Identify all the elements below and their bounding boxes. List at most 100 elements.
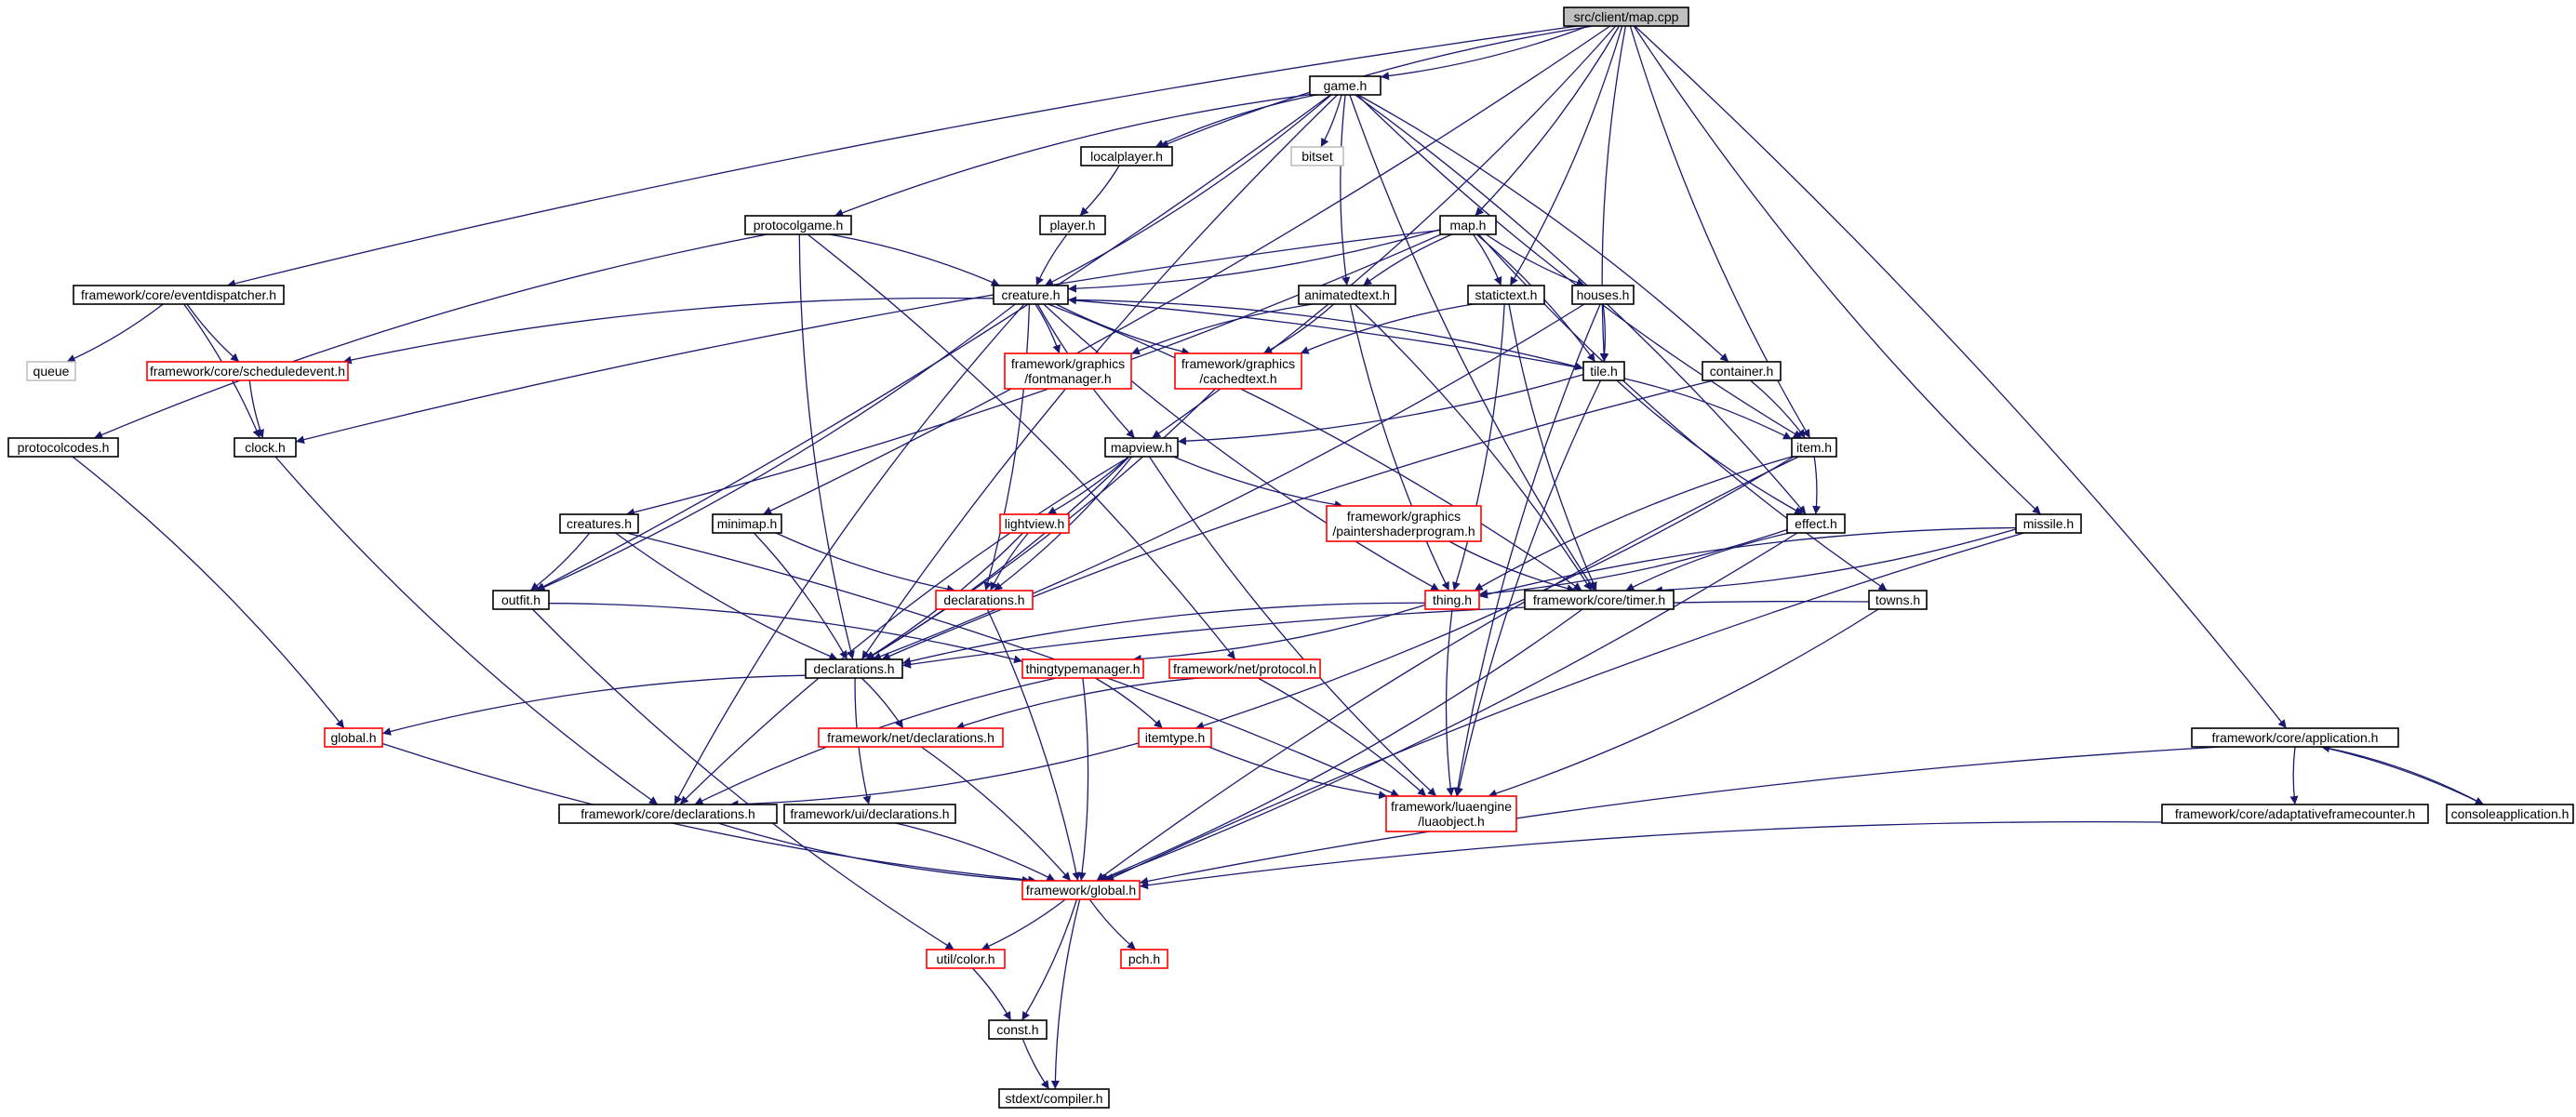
edge-fw_global_h-to-compiler_h bbox=[1050, 898, 1081, 1090]
edge-outfit_h-to-thingtypemanager_h bbox=[548, 603, 1023, 664]
node-box bbox=[1786, 513, 1846, 534]
edge-creature_h-to-cachedtext_h bbox=[1055, 303, 1191, 356]
edge-towns_h-to-luaobject_h bbox=[1488, 608, 1879, 798]
node-label: mapview.h bbox=[1111, 440, 1172, 455]
node-box bbox=[1702, 361, 1782, 381]
edge-animatedtext_h-to-thing_h bbox=[1349, 303, 1450, 592]
edge-item_h-to-effect_h bbox=[1812, 456, 1822, 515]
node-box bbox=[1138, 727, 1212, 748]
node-declarations-h[interactable]: declarations.h bbox=[805, 658, 903, 679]
edge-map_cpp-to-eventdispatcher_h bbox=[226, 25, 1579, 288]
node-label: tile.h bbox=[1590, 364, 1618, 379]
node-statictext-h[interactable]: statictext.h bbox=[1467, 285, 1545, 305]
node-consoleapp-h[interactable]: consoleapplication.h bbox=[2446, 804, 2574, 824]
node-itemtype-h[interactable]: itemtype.h bbox=[1138, 727, 1212, 748]
node-towns-h[interactable]: towns.h bbox=[1868, 590, 1928, 610]
node-localplayer-h[interactable]: localplayer.h bbox=[1080, 146, 1173, 166]
node-box bbox=[1309, 75, 1381, 96]
node-box bbox=[1868, 590, 1928, 610]
node-game-h[interactable]: game.h bbox=[1309, 75, 1381, 96]
node-luaobject-h[interactable]: framework/luaengine/luaobject.h bbox=[1385, 795, 1517, 832]
edge-color_h-to-const_h bbox=[971, 967, 1012, 1021]
node-label: framework/global.h bbox=[1026, 883, 1136, 898]
node-creatures-h[interactable]: creatures.h bbox=[559, 513, 639, 534]
edge-map_cpp-to-missile_h bbox=[1633, 25, 2042, 515]
node-thingtypemanager-h[interactable]: thingtypemanager.h bbox=[1021, 658, 1144, 679]
node-label: framework/core/timer.h bbox=[1533, 592, 1665, 607]
node-animatedtext-h[interactable]: animatedtext.h bbox=[1298, 285, 1396, 305]
edge-game_h-to-bitset bbox=[1320, 94, 1342, 148]
node-label: game.h bbox=[1324, 78, 1368, 93]
node-eventdispatcher-h[interactable]: framework/core/eventdispatcher.h bbox=[73, 285, 285, 305]
node-fontmanager-h[interactable]: framework/graphics/fontmanager.h bbox=[1004, 352, 1132, 390]
node-minimap-h[interactable]: minimap.h bbox=[712, 513, 782, 534]
node-outfit-h[interactable]: outfit.h bbox=[492, 590, 550, 610]
node-label: declarations.h bbox=[943, 592, 1024, 607]
node-container-h[interactable]: container.h bbox=[1702, 361, 1782, 381]
node-creature-h[interactable]: creature.h bbox=[993, 285, 1069, 305]
node-label: framework/luaengine bbox=[1391, 799, 1512, 814]
node-core-declarations-h[interactable]: framework/core/declarations.h bbox=[558, 804, 778, 824]
edge-map_cpp-to-statictext_h bbox=[1509, 25, 1623, 286]
edge-effect_h-to-fw_global_h bbox=[1099, 532, 1798, 882]
node-protocolgame-h[interactable]: protocolgame.h bbox=[744, 215, 852, 235]
edge-animatedtext_h-to-fontmanager_h bbox=[1130, 303, 1314, 355]
edge-thingtypemanager_h-to-itemtype_h bbox=[1095, 677, 1164, 729]
node-map-cpp[interactable]: src/client/map.cpp bbox=[1563, 7, 1689, 27]
node-declarations-r-h[interactable]: declarations.h bbox=[935, 590, 1034, 610]
edge-timer_h-to-fw_global_h bbox=[1097, 608, 1583, 882]
node-const-h[interactable]: const.h bbox=[988, 1019, 1048, 1040]
node-map-h[interactable]: map.h bbox=[1439, 215, 1497, 235]
node-label: framework/core/adaptativeframecounter.h bbox=[2175, 806, 2415, 821]
node-global-h[interactable]: global.h bbox=[324, 727, 383, 748]
node-label: protocolgame.h bbox=[754, 218, 844, 233]
node-color-h[interactable]: util/color.h bbox=[926, 949, 1006, 969]
node-application-h[interactable]: framework/core/application.h bbox=[2191, 727, 2399, 748]
node-paintershader-h[interactable]: framework/graphics/paintershaderprogram.… bbox=[1326, 505, 1482, 542]
node-label: bitset bbox=[1301, 149, 1333, 164]
edge-towns_h-to-declarations_h bbox=[901, 600, 1870, 669]
node-timer-h[interactable]: framework/core/timer.h bbox=[1524, 590, 1675, 610]
node-scheduledevent-h[interactable]: framework/core/scheduledevent.h bbox=[146, 361, 349, 381]
edge-thingtypemanager_h-to-fw_global_h bbox=[1077, 677, 1089, 882]
node-label: creatures.h bbox=[567, 516, 632, 531]
node-missile-h[interactable]: missile.h bbox=[2015, 513, 2082, 534]
edge-animatedtext_h-to-timer_h bbox=[1354, 303, 1593, 592]
edge-tile_h-to-mapview_h bbox=[1177, 373, 1584, 445]
node-protocolcodes-h[interactable]: protocolcodes.h bbox=[7, 437, 119, 458]
edge-creature_h-to-thing_h bbox=[1043, 303, 1440, 592]
edge-declarations_h-to-global_h bbox=[381, 674, 807, 736]
node-box bbox=[73, 285, 285, 305]
node-effect-h[interactable]: effect.h bbox=[1786, 513, 1846, 534]
node-box bbox=[1080, 146, 1173, 166]
node-pch-h[interactable]: pch.h bbox=[1120, 949, 1168, 969]
node-houses-h[interactable]: houses.h bbox=[1571, 285, 1635, 305]
edge-statictext_h-to-thing_h bbox=[1452, 303, 1505, 592]
node-label: framework/ui/declarations.h bbox=[790, 806, 949, 821]
node-player-h[interactable]: player.h bbox=[1039, 215, 1106, 235]
node-clock-h[interactable]: clock.h bbox=[234, 437, 297, 458]
node-label: item.h bbox=[1796, 440, 1832, 455]
node-item-h[interactable]: item.h bbox=[1791, 437, 1837, 458]
node-compiler-h[interactable]: stdext/compiler.h bbox=[998, 1088, 1110, 1109]
node-lightview-h[interactable]: lightview.h bbox=[999, 513, 1070, 534]
edge-container_h-to-declarations_h bbox=[881, 379, 1715, 660]
node-label: lightview.h bbox=[1005, 516, 1065, 531]
node-box bbox=[1385, 795, 1517, 832]
node-label: /cachedtext.h bbox=[1199, 371, 1276, 386]
edge-clock_h-to-core_declarations_h bbox=[274, 456, 659, 805]
edge-protocolgame_h-to-net_protocol_h bbox=[807, 233, 1236, 660]
node-box bbox=[935, 590, 1034, 610]
node-cachedtext-h[interactable]: framework/graphics/cachedtext.h bbox=[1174, 352, 1302, 390]
node-adaptative-h[interactable]: framework/core/adaptativeframecounter.h bbox=[2161, 804, 2429, 824]
edge-const_h-to-compiler_h bbox=[1021, 1038, 1050, 1090]
node-fw-global-h[interactable]: framework/global.h bbox=[1021, 880, 1141, 900]
node-mapview-h[interactable]: mapview.h bbox=[1104, 437, 1179, 458]
node-net-declarations-h[interactable]: framework/net/declarations.h bbox=[818, 727, 1004, 748]
edge-mapview_h-to-luaobject_h bbox=[1148, 456, 1437, 797]
node-ui-declarations-h[interactable]: framework/ui/declarations.h bbox=[783, 804, 956, 824]
node-box bbox=[1004, 352, 1132, 390]
node-net-protocol-h[interactable]: framework/net/protocol.h bbox=[1168, 658, 1321, 679]
node-tile-h[interactable]: tile.h bbox=[1582, 361, 1625, 381]
node-thing-h[interactable]: thing.h bbox=[1424, 590, 1480, 610]
